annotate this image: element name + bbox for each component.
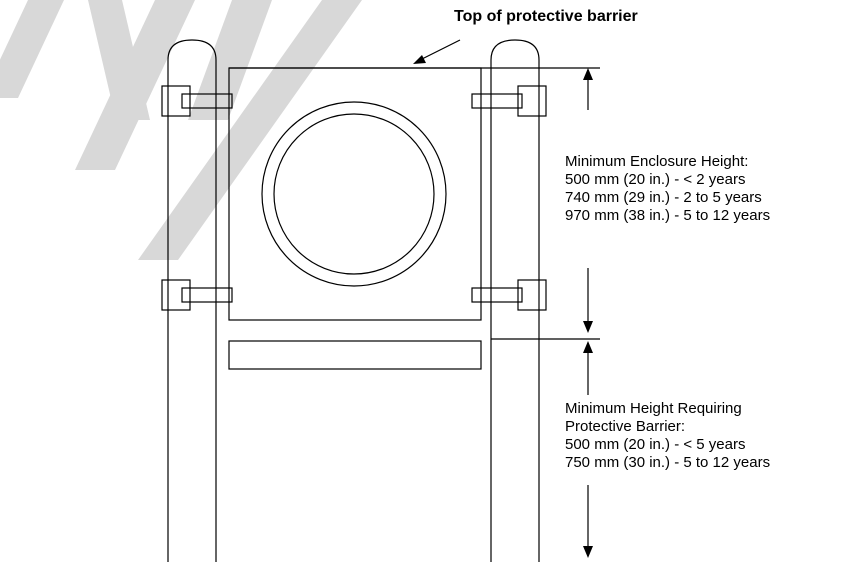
enclosure-line-3: 970 mm (38 in.) - 5 to 12 years xyxy=(565,207,770,224)
right-post xyxy=(471,39,547,562)
porthole-inner xyxy=(273,113,435,275)
watermark-stroke-1 xyxy=(0,0,64,98)
enclosure-line-1: 500 mm (20 in.) - < 2 years xyxy=(565,171,745,188)
watermark xyxy=(0,0,362,260)
barrier-line-1: 500 mm (20 in.) - < 5 years xyxy=(565,436,745,453)
left-post-cap xyxy=(167,39,217,86)
barrier-title-2: Protective Barrier: xyxy=(565,418,685,435)
enclosure-title: Minimum Enclosure Height: xyxy=(565,153,748,170)
pointer-arrow xyxy=(419,39,461,61)
bottom-bar xyxy=(228,340,482,370)
right-post-cap xyxy=(490,39,540,86)
barrier-line-2: 750 mm (30 in.) - 5 to 12 years xyxy=(565,454,770,471)
porthole-outer xyxy=(261,101,447,287)
left-clamp-upper xyxy=(161,85,191,117)
watermark-stroke-4 xyxy=(188,0,272,120)
enclosure-height-label: Minimum Enclosure Height: 500 mm (20 in.… xyxy=(565,153,770,224)
left-clamp-lower xyxy=(161,279,191,311)
left-post xyxy=(161,39,233,562)
arrow-heads xyxy=(413,55,593,558)
watermark-stroke-3 xyxy=(75,0,195,170)
barrier-title-1: Minimum Height Requiring xyxy=(565,400,742,417)
right-clamp-lower xyxy=(517,279,547,311)
enclosure-line-2: 740 mm (29 in.) - 2 to 5 years xyxy=(565,189,762,206)
top-barrier-label: Top of protective barrier xyxy=(454,8,638,25)
right-clamp-upper xyxy=(517,85,547,117)
barrier-height-label: Minimum Height Requiring Protective Barr… xyxy=(565,400,770,471)
watermark-stroke-5 xyxy=(138,0,362,260)
